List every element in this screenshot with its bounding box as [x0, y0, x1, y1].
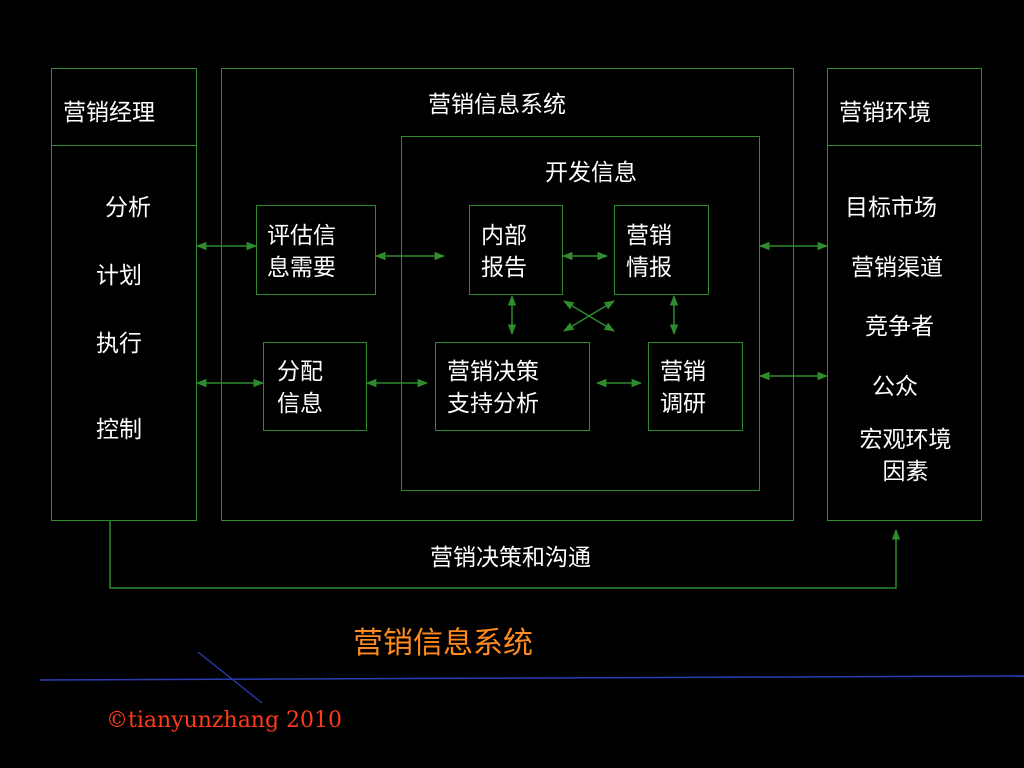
manager-panel: [51, 68, 197, 521]
internal-reports-box: [469, 205, 563, 295]
develop-info-title: 开发信息: [545, 160, 637, 186]
environment-item-target-market: 目标市场: [845, 195, 937, 221]
manager-item-execution: 执行: [96, 331, 142, 357]
environment-item-publics: 公众: [872, 374, 918, 400]
internal-reports-label: 内部 报告: [481, 223, 527, 281]
slide-caption: 营销信息系统: [353, 626, 533, 661]
marketing-intelligence-box: [614, 205, 709, 295]
mis-title: 营销信息系统: [428, 92, 566, 118]
environment-panel: [827, 68, 982, 521]
environment-title: 营销环境: [839, 100, 931, 126]
marketing-research-label: 营销 调研: [660, 359, 706, 417]
environment-item-channels: 营销渠道: [851, 255, 943, 281]
marketing-research-box: [648, 342, 743, 431]
mis-panel: [221, 68, 794, 521]
manager-item-analysis: 分析: [105, 195, 151, 221]
environment-item-competitors: 竞争者: [865, 314, 934, 340]
assess-needs-box: [256, 205, 376, 295]
manager-item-planning: 计划: [96, 263, 142, 289]
decorative-diagonal-line: [197, 651, 263, 704]
feedback-label: 营销决策和沟通: [430, 545, 591, 571]
develop-info-panel: [401, 136, 760, 491]
environment-panel-header-divider: [827, 145, 982, 146]
manager-title: 营销经理: [63, 100, 155, 126]
manager-item-control: 控制: [96, 417, 142, 443]
distribute-info-box: [263, 342, 367, 431]
arrow-cross-b: [563, 300, 615, 332]
environment-item-macro: 宏观环境 因素: [859, 427, 952, 485]
decision-support-box: [435, 342, 590, 431]
manager-panel-header-divider: [51, 145, 197, 146]
distribute-info-label: 分配 信息: [277, 359, 323, 417]
marketing-intelligence-label: 营销 情报: [626, 223, 672, 281]
feedback-loop-arrow: [109, 520, 901, 589]
assess-needs-label: 评估信 息需要: [267, 223, 336, 281]
decorative-horizon-line: [39, 675, 1024, 681]
decision-support-label: 营销决策 支持分析: [447, 359, 539, 417]
copyright-text: ©tianyunzhang 2010: [106, 708, 343, 733]
